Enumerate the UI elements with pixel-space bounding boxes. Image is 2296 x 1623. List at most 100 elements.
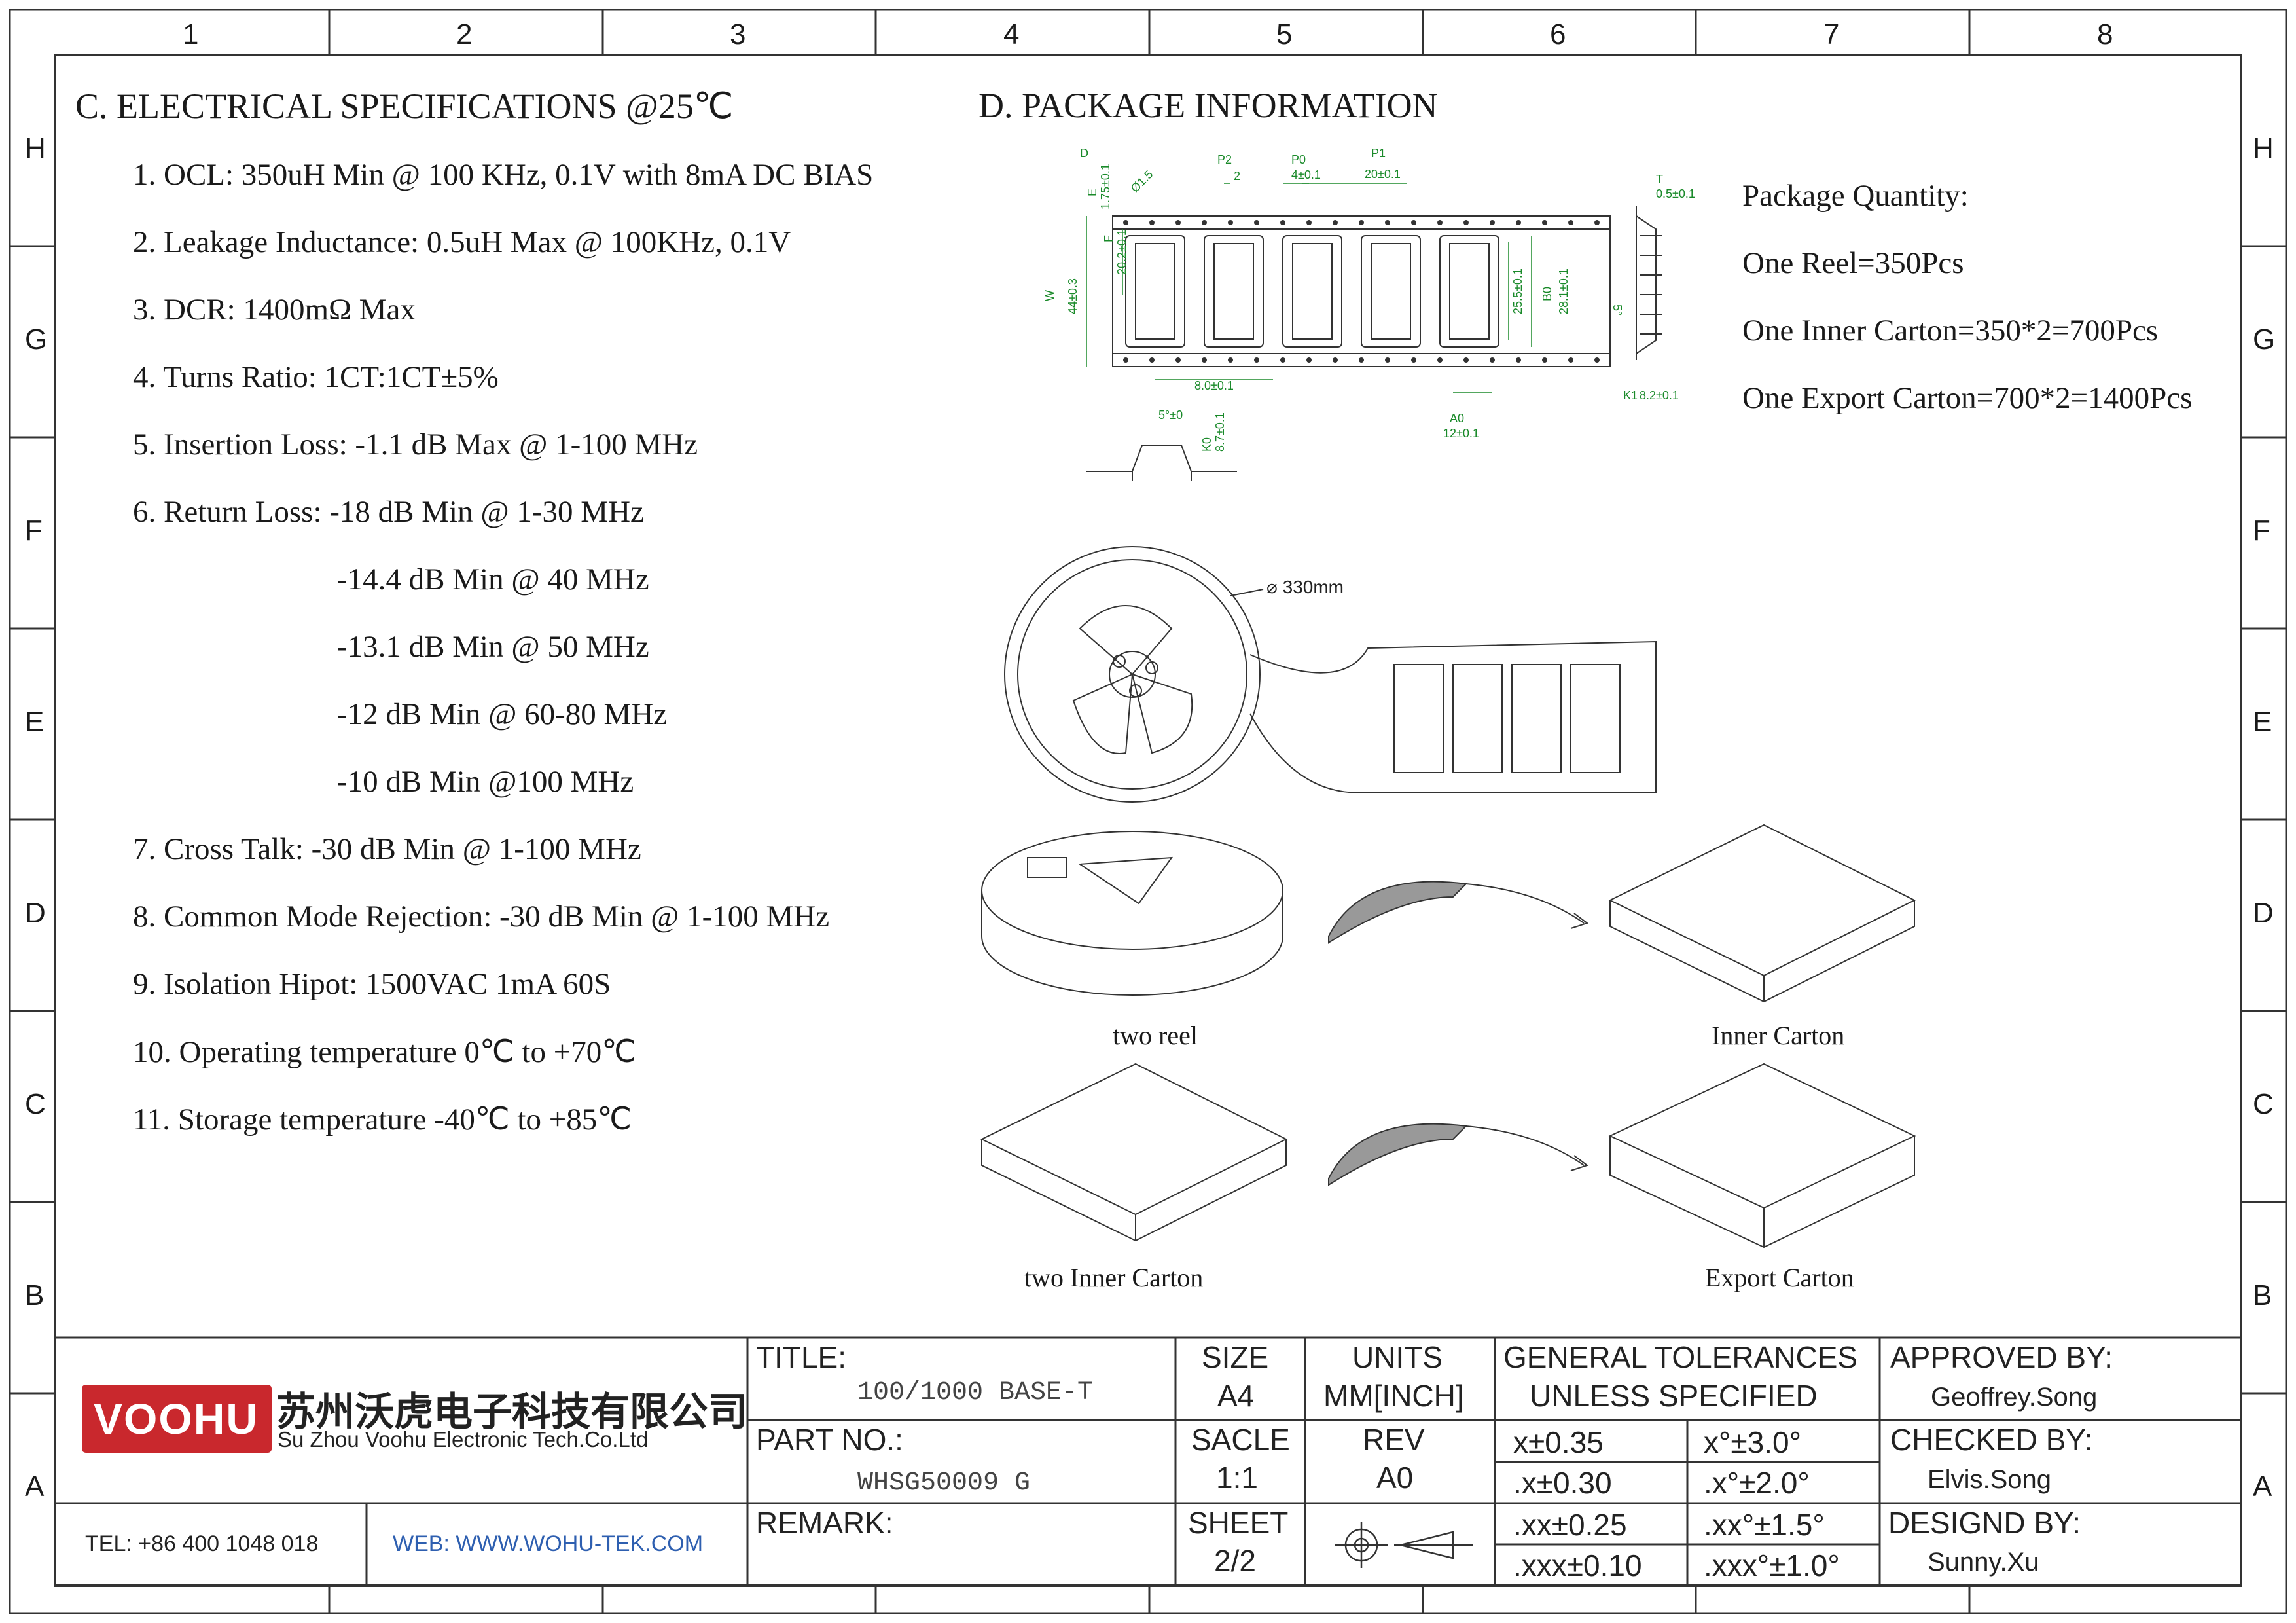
arrow-reel-to-inner [1328, 881, 1589, 944]
dim-k0-val: 8.7±0.1 [1213, 412, 1227, 452]
dim-f: F [1102, 235, 1115, 242]
dim-w-val: 44±0.3 [1066, 278, 1079, 314]
spec-item-leakage: 2. Leakage Inductance: 0.5uH Max @ 100KH… [133, 225, 791, 259]
units-label: UNITS [1352, 1340, 1443, 1374]
two-reel-illustration [981, 831, 1283, 996]
package-qty-export-carton: One Export Carton=700*2=1400Pcs [1742, 381, 2193, 415]
checked-by-value: Elvis.Song [1928, 1465, 2051, 1494]
spec-item-insertion-loss: 5. Insertion Loss: -1.1 dB Max @ 1-100 M… [133, 428, 698, 462]
dim-e-val: 1.75±0.1 [1099, 164, 1112, 210]
rev-value: A0 [1376, 1461, 1414, 1495]
rev-label: REV [1363, 1423, 1425, 1457]
size-label: SIZE [1202, 1340, 1269, 1374]
carrier-tape-drawing: W 44±0.3 E 1.75±0.1 D Ø1.5 P2 2 P0 4±0.1… [1043, 147, 1695, 481]
tolerance-linear-2: .xx±0.25 [1513, 1508, 1627, 1542]
two-inner-carton-illustration [980, 1063, 1288, 1242]
tolerance-linear-1: .x±0.30 [1513, 1466, 1612, 1500]
zone-row-h-left: H [25, 132, 46, 164]
arrow-inner-to-export [1328, 1123, 1589, 1186]
spec-item-return-loss-60-80: -12 dB Min @ 60-80 MHz [337, 697, 668, 731]
units-value: MM[INCH] [1323, 1379, 1464, 1413]
tolerance-angle-1: .x°±2.0° [1704, 1466, 1810, 1500]
zone-row-e-left: E [25, 706, 45, 738]
dim-t: T [1656, 173, 1663, 186]
zone-row-c-left: C [25, 1088, 46, 1120]
caption-two-inner-carton: two Inner Carton [1024, 1263, 1204, 1292]
spec-item-storage-temp: 11. Storage temperature -40℃ to +85℃ [133, 1103, 632, 1137]
spec-item-return-loss-40: -14.4 dB Min @ 40 MHz [337, 562, 649, 596]
spec-item-turns-ratio: 4. Turns Ratio: 1CT:1CT±5% [133, 360, 499, 394]
package-quantity-label: Package Quantity: [1742, 179, 1969, 213]
tolerance-angle-2: .xx°±1.5° [1704, 1508, 1825, 1542]
dim-k0: K0 [1200, 437, 1213, 452]
title-label: TITLE: [756, 1340, 847, 1374]
scale-label: SACLE [1191, 1423, 1290, 1457]
dim-pitch-val: 8.0±0.1 [1194, 379, 1234, 392]
spec-item-return-loss-50: -13.1 dB Min @ 50 MHz [337, 630, 649, 664]
zone-col-4: 4 [1003, 18, 1020, 50]
designed-by-value: Sunny.Xu [1928, 1548, 2039, 1577]
tolerance-header-1: GENERAL TOLERANCES [1503, 1340, 1858, 1374]
spec-item-cmr: 8. Common Mode Rejection: -30 dB Min @ 1… [133, 900, 830, 934]
tolerance-angle-3: .xxx°±1.0° [1704, 1548, 1840, 1582]
zone-row-f-left: F [25, 515, 43, 547]
zone-col-6: 6 [1550, 18, 1566, 50]
zone-row-b-right: B [2253, 1279, 2272, 1311]
package-qty-inner-carton: One Inner Carton=350*2=700Pcs [1742, 314, 2159, 348]
zone-row-d-right: D [2253, 897, 2274, 929]
dim-p0-val: 4±0.1 [1291, 168, 1321, 181]
dim-d: D [1080, 147, 1088, 160]
inner-carton-illustration [1608, 824, 1916, 1003]
zone-col-5: 5 [1276, 18, 1293, 50]
part-no-value: WHSG50009 G [857, 1468, 1031, 1498]
dim-b0a-val: 25.5±0.1 [1511, 268, 1524, 314]
company-name-en: Su Zhou Voohu Electronic Tech.Co.Ltd [278, 1427, 649, 1451]
approved-by-value: Geoffrey.Song [1931, 1383, 2098, 1412]
zone-col-3: 3 [730, 18, 746, 50]
dim-angle: 5°±0 [1158, 409, 1183, 422]
zone-row-g-right: G [2253, 323, 2276, 356]
reel-with-tape-illustration: ⌀ 330mm [1004, 546, 1657, 803]
dim-f-val: 20.2±0.1 [1115, 229, 1128, 275]
dim-b0b-val: 28.1±0.1 [1557, 268, 1570, 314]
company-logo: VOOHU [82, 1385, 272, 1453]
company-web-link[interactable]: WEB: WWW.WOHU-TEK.COM [393, 1531, 704, 1556]
tolerance-angle-0: x°±3.0° [1704, 1425, 1801, 1459]
zone-row-d-left: D [25, 897, 46, 929]
part-no-label: PART NO.: [756, 1423, 903, 1457]
electrical-spec-title: C. ELECTRICAL SPECIFICATIONS @25℃ [75, 86, 734, 126]
checked-by-label: CHECKED BY: [1890, 1423, 2093, 1457]
zone-row-b-left: B [25, 1279, 45, 1311]
scale-value: 1:1 [1216, 1461, 1258, 1495]
zone-row-a-right: A [2253, 1470, 2272, 1503]
tolerance-linear-3: .xxx±0.10 [1513, 1548, 1642, 1582]
caption-inner-carton: Inner Carton [1712, 1021, 1845, 1050]
reel-diameter-label: ⌀ 330mm [1266, 577, 1344, 597]
projection-symbol-icon [1335, 1522, 1473, 1568]
tolerance-header-2: UNLESS SPECIFIED [1530, 1379, 1818, 1413]
spec-item-dcr: 3. DCR: 1400mΩ Max [133, 293, 416, 327]
spec-item-hipot: 9. Isolation Hipot: 1500VAC 1mA 60S [133, 967, 611, 1001]
dim-a0-val: 12±0.1 [1443, 427, 1479, 440]
zone-row-h-right: H [2253, 132, 2274, 164]
sheet-label: SHEET [1188, 1506, 1289, 1540]
designed-by-label: DESIGND BY: [1888, 1506, 2081, 1540]
title-value: 100/1000 BASE-T [857, 1378, 1094, 1408]
zone-row-e-right: E [2253, 706, 2272, 738]
tolerance-linear-0: x±0.35 [1513, 1425, 1604, 1459]
dim-w: W [1043, 290, 1056, 301]
package-info-title: D. PACKAGE INFORMATION [978, 86, 1438, 125]
spec-item-cross-talk: 7. Cross Talk: -30 dB Min @ 1-100 MHz [133, 832, 641, 866]
zone-col-8: 8 [2097, 18, 2113, 50]
dim-p1: P1 [1371, 147, 1386, 160]
spec-item-ocl: 1. OCL: 350uH Min @ 100 KHz, 0.1V with 8… [133, 158, 874, 192]
caption-export-carton: Export Carton [1705, 1263, 1854, 1292]
company-name-cn: 苏州沃虎电子科技有限公司 [276, 1390, 747, 1434]
dim-b0: B0 [1541, 287, 1554, 301]
dim-p1-val: 20±0.1 [1365, 168, 1401, 181]
zone-col-1: 1 [183, 18, 199, 50]
zone-row-c-right: C [2253, 1088, 2274, 1120]
